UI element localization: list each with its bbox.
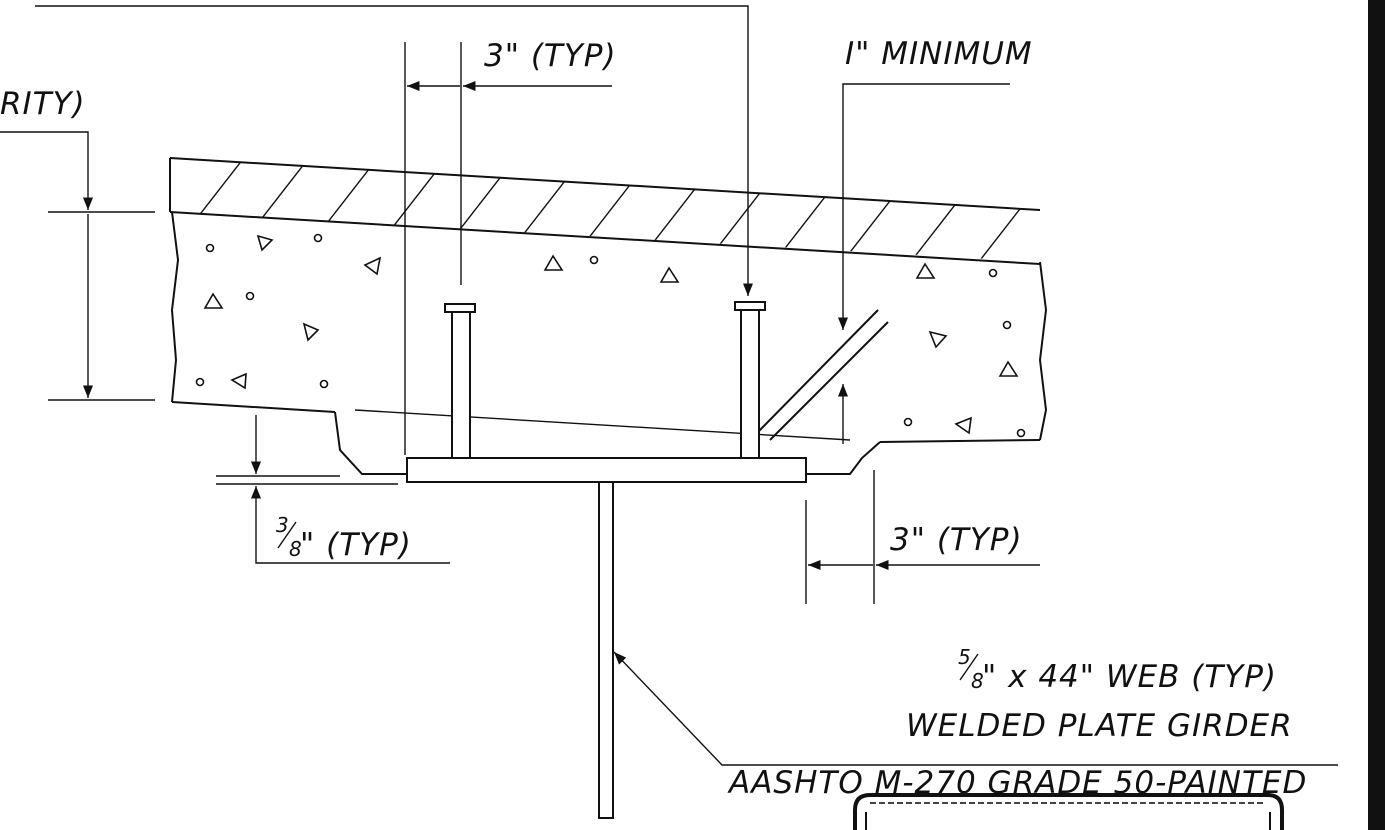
web-callout-leader xyxy=(613,651,1338,766)
rebar xyxy=(757,309,889,441)
haunch-label: 3 8 " (TYP) xyxy=(276,513,412,563)
top-leader-line xyxy=(35,5,754,296)
title-box-partial xyxy=(853,793,1284,830)
svg-text:5: 5 xyxy=(958,645,971,669)
stud-spacing-dimension xyxy=(404,42,612,455)
web-size-label: 5 8 " x 44" WEB (TYP) xyxy=(958,645,1277,695)
edge-distance-label: 3" (TYP) xyxy=(890,522,1023,558)
stud-spacing-label: 3" (TYP) xyxy=(484,38,617,74)
right-frame-border xyxy=(1368,0,1385,830)
wearing-surface xyxy=(169,157,1041,265)
svg-text:8: 8 xyxy=(971,669,984,693)
edge-distance-dimension xyxy=(805,470,1040,604)
cover-label: I" MINIMUM xyxy=(845,36,1033,72)
clarity-label: RITY) xyxy=(0,86,86,122)
cover-dimension xyxy=(837,83,1010,444)
shear-stud-left xyxy=(444,303,476,459)
concrete-deck xyxy=(170,211,1048,475)
svg-text:" x 44" WEB (TYP): " x 44" WEB (TYP) xyxy=(982,659,1277,695)
girder-type-label: WELDED PLATE GIRDER xyxy=(906,708,1293,744)
top-flange xyxy=(406,457,807,483)
svg-text:" (TYP): " (TYP) xyxy=(300,527,412,563)
svg-text:8: 8 xyxy=(289,537,302,561)
deck-thickness-dimension xyxy=(0,131,155,401)
haunch-dimension xyxy=(216,415,450,564)
girder-web xyxy=(598,481,614,819)
concrete-aggregate xyxy=(195,233,1026,438)
svg-text:3: 3 xyxy=(276,513,289,537)
shear-stud-right xyxy=(734,301,766,459)
